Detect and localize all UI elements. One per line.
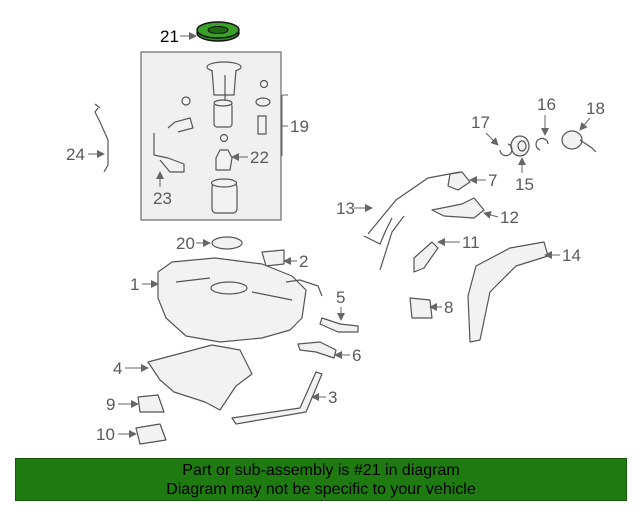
- label-4[interactable]: 4: [113, 359, 122, 378]
- part-10-bracket[interactable]: [135, 423, 167, 445]
- label-3[interactable]: 3: [328, 388, 337, 407]
- label-11[interactable]: 11: [462, 233, 480, 252]
- label-24[interactable]: 24: [66, 145, 85, 164]
- label-13[interactable]: 13: [336, 199, 355, 218]
- label-21[interactable]: 21: [160, 27, 179, 46]
- part-20-gasket[interactable]: [211, 236, 243, 250]
- part-8[interactable]: [409, 297, 433, 319]
- part-5-hose[interactable]: [319, 317, 359, 333]
- banner-line-2: Diagram may not be specific to your vehi…: [166, 481, 476, 498]
- label-16[interactable]: 16: [537, 95, 556, 114]
- label-22[interactable]: 22: [250, 148, 269, 167]
- part-18-cap[interactable]: [561, 130, 597, 153]
- label-5[interactable]: 5: [336, 288, 345, 307]
- part-16-clip[interactable]: [535, 137, 549, 151]
- pump-module-box: [140, 51, 282, 221]
- label-8[interactable]: 8: [444, 298, 453, 317]
- label-20[interactable]: 20: [176, 234, 195, 253]
- info-banner: Part or sub-assembly is #21 in diagram D…: [15, 458, 627, 501]
- label-9[interactable]: 9: [106, 395, 115, 414]
- label-10[interactable]: 10: [96, 425, 115, 444]
- part-13-filler-pipe[interactable]: [363, 171, 461, 271]
- part-3-strap[interactable]: [231, 371, 323, 425]
- label-12[interactable]: 12: [500, 208, 519, 227]
- part-9-bracket[interactable]: [137, 394, 165, 413]
- part-17-clip[interactable]: [499, 143, 513, 157]
- part-2[interactable]: [261, 249, 285, 267]
- part-15-grommet[interactable]: [510, 135, 530, 157]
- label-1[interactable]: 1: [130, 275, 139, 294]
- part-4-shield[interactable]: [147, 344, 253, 411]
- part-11-bracket[interactable]: [413, 241, 439, 273]
- part-14-protector[interactable]: [467, 241, 549, 343]
- label-2[interactable]: 2: [299, 252, 308, 271]
- banner-line-1: Part or sub-assembly is #21 in diagram: [182, 462, 460, 479]
- part-7-filler-neck[interactable]: [447, 171, 471, 191]
- part-1-fuel-tank[interactable]: [157, 257, 323, 343]
- label-15[interactable]: 15: [515, 175, 534, 194]
- part-6[interactable]: [297, 341, 337, 359]
- part-12[interactable]: [431, 197, 485, 219]
- label-19[interactable]: 19: [290, 117, 309, 136]
- label-7[interactable]: 7: [488, 171, 497, 190]
- label-6[interactable]: 6: [352, 346, 361, 365]
- parts-diagram: 21 19 22 23 24 20: [66, 21, 605, 445]
- label-18[interactable]: 18: [586, 99, 605, 118]
- label-23[interactable]: 23: [153, 189, 172, 208]
- label-14[interactable]: 14: [562, 246, 581, 265]
- part-24-harness[interactable]: [94, 103, 109, 173]
- label-17[interactable]: 17: [471, 113, 490, 132]
- part-21-seal-ring[interactable]: [196, 21, 240, 42]
